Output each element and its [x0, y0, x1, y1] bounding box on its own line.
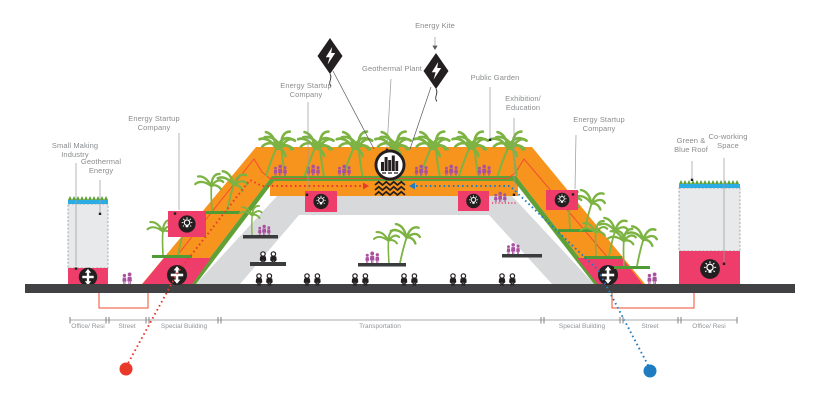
label-energy-startup-left: Energy Startup Company	[128, 114, 180, 132]
terrace-bar	[614, 266, 650, 269]
axis-label-special-building-left: Special Building	[160, 323, 208, 330]
standing-people-icon	[507, 243, 520, 254]
dimension-axis	[69, 317, 738, 324]
blue-endpoint-dot	[643, 364, 657, 378]
kite-string	[409, 86, 432, 150]
lightbulb-icon	[312, 193, 330, 210]
lightbulb-icon	[177, 214, 197, 234]
label-energy-kite: Energy Kite	[415, 21, 455, 30]
label-co-working-space: Co-working Space	[708, 132, 748, 150]
seated-people-icon	[304, 274, 321, 286]
label-energy-startup-right: Energy Startup Company	[573, 115, 625, 133]
terrace-bar	[558, 229, 600, 232]
ground-line	[25, 284, 795, 293]
label-public-garden: Public Garden	[470, 73, 520, 82]
red-arrowhead	[363, 182, 369, 190]
lightbulb-icon	[699, 258, 721, 280]
down-arrowhead	[432, 45, 438, 50]
terrace-bar	[152, 255, 192, 258]
kite-lightning-icon	[423, 52, 449, 102]
energy-startup-boxes	[168, 190, 578, 237]
blue-arrowhead	[409, 182, 415, 190]
seated-people-icon	[260, 252, 277, 264]
red-dotted-route	[125, 178, 362, 368]
geothermal-well-icon	[78, 267, 98, 287]
label-exhibition-education: Exhibition/ Education	[505, 94, 541, 112]
orange-band	[142, 147, 645, 284]
palm-tree-icon	[385, 222, 423, 267]
label-green-blue-roof: Green & Blue Roof	[674, 136, 708, 154]
label-small-making-industry: Small Making Industry	[51, 141, 99, 159]
gray-underside-band	[196, 196, 594, 284]
palm-tree-icon	[622, 224, 660, 270]
steam-waves	[374, 180, 406, 197]
label-energy-startup-mid: Energy Startup Company	[280, 81, 332, 99]
right-building	[678, 180, 741, 287]
standing-people-icon	[365, 252, 379, 263]
kite-lightning-icon	[317, 37, 343, 87]
green-blue-roof-left	[68, 196, 108, 204]
seated-people-icon	[499, 274, 516, 286]
green-blue-roof-right	[679, 180, 740, 188]
geothermal-well-icon	[167, 265, 187, 285]
label-geothermal-energy: Geothermal Energy	[80, 157, 122, 175]
seated-people-icon	[401, 274, 418, 286]
axis-label-office-resi-right: Office/ Resi	[692, 323, 726, 330]
axis-label-street-right: Street	[641, 323, 659, 330]
axis-label-transportation: Transportation	[359, 323, 401, 330]
seated-people-icon	[352, 274, 369, 286]
lightbulb-icon	[465, 193, 482, 209]
axis-label-street-left: Street	[118, 323, 136, 330]
terrace-bar	[200, 211, 240, 214]
left-building	[67, 196, 109, 287]
seated-people-icon	[450, 274, 467, 286]
axis-label-office-resi-left: Office/ Resi	[71, 323, 105, 330]
leader-lines	[75, 37, 725, 266]
red-endpoint-dot	[119, 362, 133, 376]
anchor-dots	[74, 138, 726, 270]
axis-label-special-building-right: Special Building	[558, 323, 606, 330]
seated-people-icon	[256, 274, 273, 286]
geothermal-plant-icon	[374, 149, 406, 197]
kite-string	[332, 70, 375, 150]
standing-people-icon	[122, 273, 132, 285]
platforms	[243, 235, 542, 267]
lightbulb-icon	[554, 192, 570, 208]
standing-people-icon	[647, 273, 657, 285]
energy-kites	[317, 37, 449, 150]
terrace-bar	[584, 256, 622, 259]
trees-and-terraces	[145, 129, 660, 270]
label-geothermal-plant: Geothermal Plant	[362, 64, 422, 73]
